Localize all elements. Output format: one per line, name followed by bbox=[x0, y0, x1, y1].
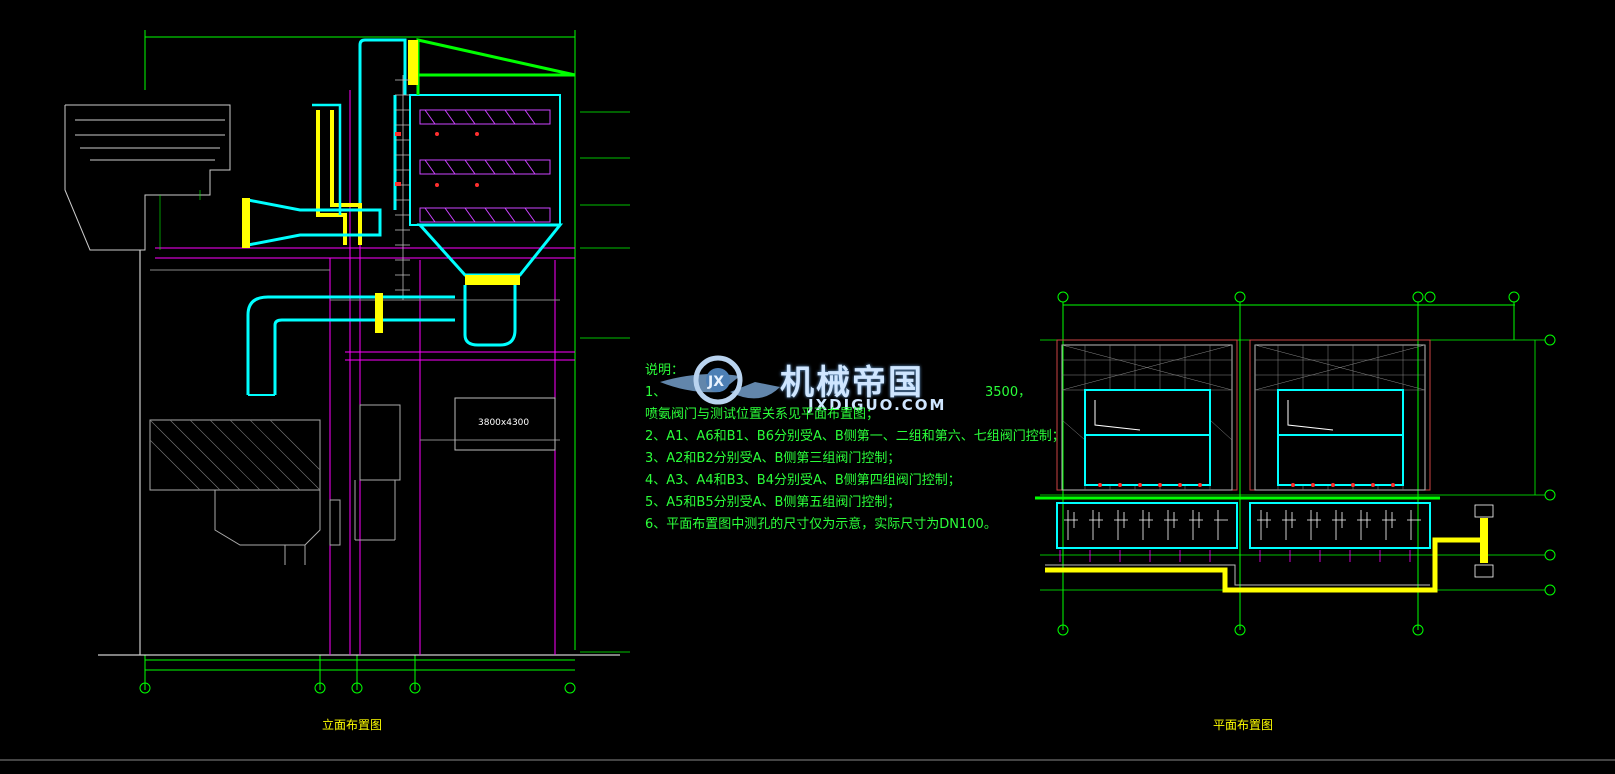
design-notes: 说明： 1、 3500， 喷氨阀门与测试位置关系见平面布置图； 2、A1、A6和… bbox=[645, 360, 1065, 536]
watermark-name: 机械帝国 bbox=[780, 363, 924, 403]
notes-line-5: 5、A5和B5分别受A、B侧第五组阀门控制； bbox=[645, 495, 901, 510]
notes-line-6: 6、平面布置图中测孔的尺寸仅为示意，实际尺寸为DN100。 bbox=[645, 517, 997, 532]
plan-caption: 平面布置图 bbox=[1213, 718, 1274, 732]
reactor-b bbox=[1249, 339, 1431, 491]
notes-line-4: 4、A3、A4和B3、B4分别受A、B侧第四组阀门控制； bbox=[645, 473, 961, 488]
notes-line-3: 3、A2和B2分别受A、B侧第三组阀门控制； bbox=[645, 451, 901, 466]
svg-text:JX: JX bbox=[707, 374, 724, 390]
plan-view bbox=[1035, 291, 1556, 636]
notes-line-1b: 喷氨阀门与测试位置关系见平面布置图； bbox=[645, 407, 880, 422]
watermark-url: JXDIGUO.COM bbox=[808, 396, 947, 414]
watermark-logo: JX bbox=[660, 355, 780, 405]
notes-line-2: 2、A1、A6和B1、B6分别受A、B侧第一、二组和第六、七组阀门控制； bbox=[645, 429, 1065, 444]
elevation-view bbox=[64, 30, 630, 694]
notes-line-1-tail: 3500， bbox=[985, 385, 1032, 400]
duct-size-label: 3800x4300 bbox=[478, 418, 530, 428]
notes-title: 说明： bbox=[645, 363, 685, 378]
elevation-caption: 立面布置图 bbox=[322, 718, 383, 732]
reactor-a bbox=[1056, 339, 1238, 491]
notes-line-1: 1、 3500， bbox=[645, 382, 1065, 404]
